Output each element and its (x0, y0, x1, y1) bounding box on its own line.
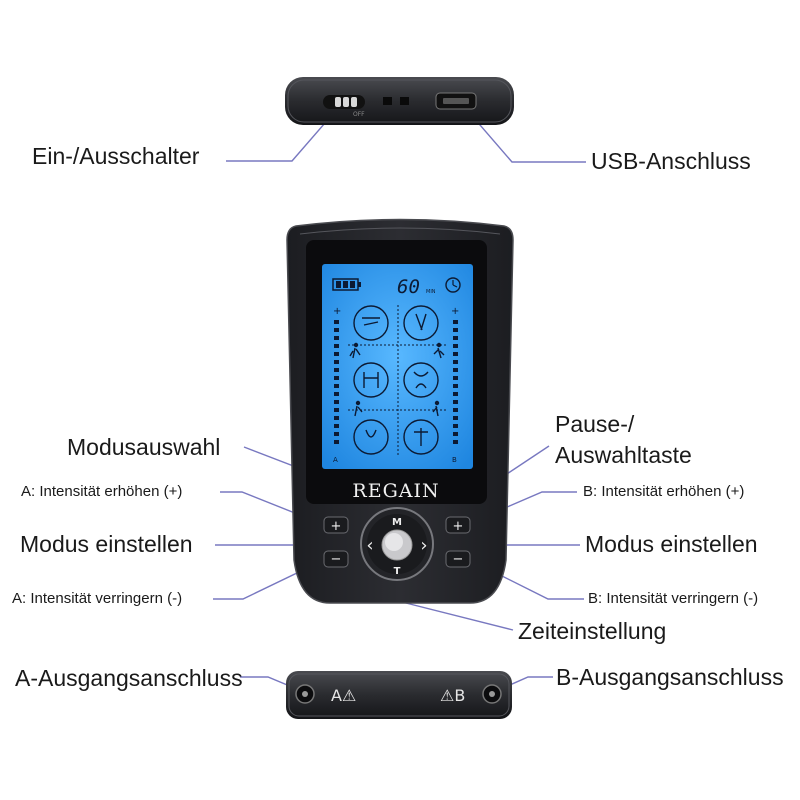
label-b-increase: B: Intensität erhöhen (+) (583, 483, 745, 500)
svg-text:−: − (331, 552, 342, 567)
clock-icon (445, 277, 461, 293)
pause-select-button[interactable] (381, 529, 413, 561)
label-time-setting: Zeiteinstellung (518, 618, 667, 644)
indicator-slot-1 (383, 97, 392, 105)
mode-icon-4 (403, 362, 439, 398)
b-plus-button[interactable]: + (445, 516, 471, 534)
leader-power-switch (226, 107, 339, 162)
mode-right-button[interactable]: › (420, 535, 427, 556)
label-mode-select: Modusauswahl (67, 434, 221, 460)
a-plus-button[interactable]: + (323, 516, 349, 534)
a-output-port[interactable] (295, 684, 315, 704)
lcd-channel-a: A (333, 456, 338, 464)
intensity-bar-a: + (333, 306, 341, 444)
svg-text:+: + (451, 306, 459, 317)
b-minus-button[interactable]: − (445, 550, 471, 568)
battery-icon (332, 278, 361, 291)
mode-icon-2 (403, 305, 439, 341)
intensity-bar-b: + (451, 306, 459, 444)
label-mode-set-left: Modus einstellen (20, 531, 193, 557)
mode-icon-1 (353, 305, 389, 341)
b-output-port[interactable] (482, 684, 502, 704)
svg-text:+: + (333, 306, 341, 317)
mode-m-button[interactable]: M (392, 517, 402, 528)
mode-icon-6 (403, 419, 439, 455)
label-a-decrease: A: Intensität verringern (-) (12, 590, 183, 607)
mode-left-button[interactable]: ‹ (366, 535, 373, 556)
label-pause-1: Pause-/ (555, 411, 635, 437)
label-usb-port: USB-Anschluss (591, 148, 751, 174)
usb-port[interactable] (435, 92, 477, 110)
port-a-label: A⚠ (331, 686, 356, 705)
label-b-decrease: B: Intensität verringern (-) (588, 590, 759, 607)
svg-text:+: + (453, 519, 464, 534)
mode-icon-5 (353, 419, 389, 455)
label-mode-set-right: Modus einstellen (585, 531, 758, 557)
switch-off-text: OFF (353, 111, 365, 118)
indicator-slot-2 (400, 97, 409, 105)
label-power-switch: Ein-/Ausschalter (32, 143, 200, 169)
mode-icon-3 (353, 362, 389, 398)
time-t-button[interactable]: T (394, 566, 401, 577)
brand-logo: REGAIN (352, 480, 439, 502)
label-pause-2: Auswahltaste (555, 442, 692, 468)
port-b-label: ⚠B (440, 686, 465, 705)
timer-value: 60 (397, 276, 420, 298)
mode-icons (353, 305, 439, 455)
svg-text:+: + (331, 519, 342, 534)
label-a-increase: A: Intensität erhöhen (+) (21, 483, 183, 500)
figure-icons (353, 342, 442, 406)
svg-text:−: − (453, 552, 464, 567)
power-switch[interactable] (323, 95, 365, 109)
lcd-channel-b: B (452, 456, 457, 464)
timer-unit: MIN (426, 289, 436, 295)
a-minus-button[interactable]: − (323, 550, 349, 568)
label-b-output: B-Ausgangsanschluss (556, 664, 784, 690)
label-a-output: A-Ausgangsanschluss (15, 665, 243, 691)
